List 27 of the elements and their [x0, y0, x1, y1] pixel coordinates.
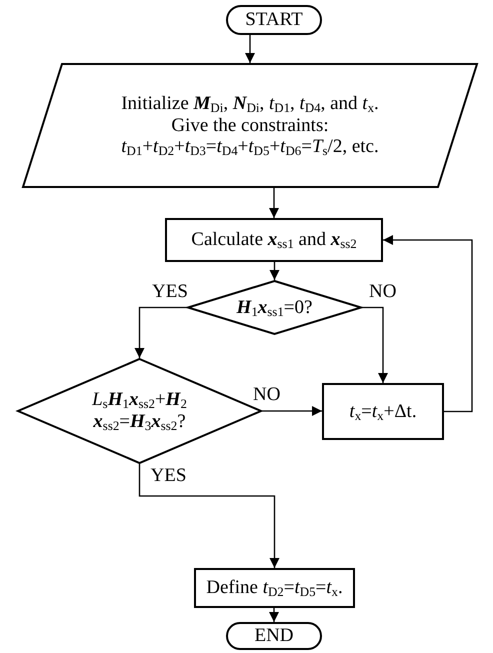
- edge-label: YES: [151, 282, 189, 300]
- decision-diamond: [187, 280, 362, 335]
- edge-label: NO: [368, 282, 398, 300]
- arrow: [383, 235, 473, 412]
- process-box: [165, 218, 383, 262]
- arrow: [134, 306, 187, 358]
- node-text: START: [245, 9, 303, 31]
- arrow: [270, 262, 280, 280]
- arrow: [262, 406, 322, 416]
- process-box: [194, 568, 355, 608]
- terminal-shape: [226, 5, 322, 35]
- process-box: [322, 383, 444, 440]
- arrow: [245, 35, 255, 63]
- node-text: t$_{x}$=t$_{x}$+Δt.: [349, 400, 417, 422]
- node-text: Define t$_{D2}$=t$_{D5}$=t$_{x}$.: [206, 577, 343, 599]
- arrow: [362, 306, 388, 383]
- node-text: H$_{1}$x$_{ss1}$=0?: [236, 296, 312, 318]
- node-text: Give the constraints: t$_{D1}$+t$_{D2}$+t$_{D3}$=t$_{D4}$+t$_{D5}$+t$_{D6}$=T$_{s}$/2, etc.: [120, 114, 380, 158]
- input-parallelogram: [22, 63, 478, 188]
- terminal-shape: [226, 622, 322, 650]
- node-text: L$_{s}$H$_{1}$x$_{ss2}$+H$_{2}$ x$_{ss2}$=H$_{3}$x$_{ss2}$?: [91, 389, 188, 433]
- arrow: [269, 188, 279, 218]
- node-text: END: [254, 625, 294, 647]
- arrow: [138, 464, 280, 568]
- node-text: Calculate x$_{ss1}$ and x$_{ss2}$: [191, 229, 357, 251]
- node-text: Initialize M$_{Di}$, N$_{Di}$, t$_{D1}$, t$_{D4}$, and t$_{x}$.: [121, 92, 379, 115]
- arrow: [269, 608, 279, 622]
